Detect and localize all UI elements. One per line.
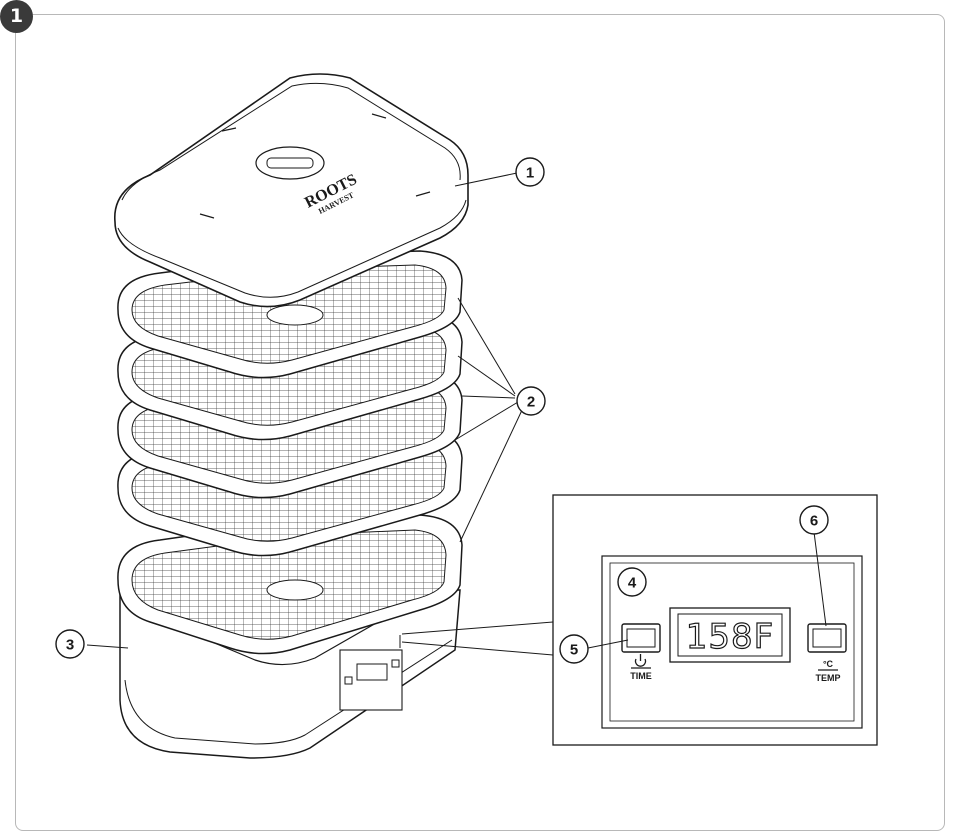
callout-5: 5: [559, 634, 589, 664]
callout-1: 1: [515, 157, 545, 187]
figure-frame: [15, 14, 945, 831]
base-temp-button[interactable]: [391, 659, 400, 668]
celsius-icon: °C: [823, 659, 834, 669]
callout-3-label: 3: [66, 637, 74, 654]
power-icon: [634, 654, 647, 667]
callout-2-label: 2: [527, 394, 535, 411]
callout-2: 2: [516, 386, 546, 416]
control-panel-inset: 158F TIME °C TEMP: [401, 494, 878, 746]
callout-5-label: 5: [570, 642, 578, 659]
lid: ROOTS HARVEST: [114, 73, 469, 308]
base-time-button[interactable]: [344, 676, 353, 685]
callout-3: 3: [55, 629, 85, 659]
display-readout: 158F: [686, 617, 774, 657]
figure-number-badge: 1: [0, 0, 33, 33]
callout-1-label: 1: [526, 165, 534, 182]
tray-5: [117, 514, 463, 655]
leader-lines: [86, 172, 827, 649]
callout-4: 4: [617, 567, 647, 597]
callout-6-label: 6: [810, 513, 818, 530]
base-display: [356, 663, 388, 681]
callout-6: 6: [799, 505, 829, 535]
time-button-label: TIME: [630, 671, 652, 681]
temp-button-label: TEMP: [815, 673, 840, 683]
callout-4-label: 4: [628, 575, 637, 592]
